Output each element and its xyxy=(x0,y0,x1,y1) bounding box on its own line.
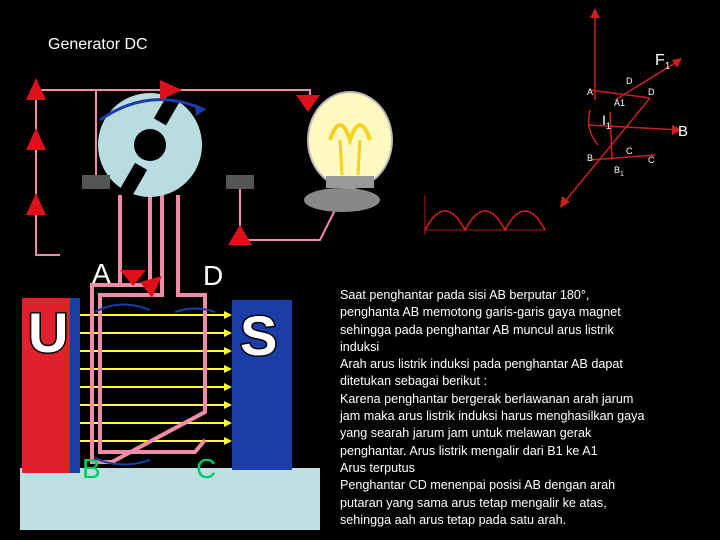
small-label-b-lower: B xyxy=(587,153,593,163)
explanation-line: jam maka arus listrik induksi harus meng… xyxy=(340,409,645,424)
loop-label-d: D xyxy=(203,260,223,291)
explanation-text: Saat penghantar pada sisi AB berputar 18… xyxy=(340,287,690,529)
small-label-d-top: D xyxy=(626,76,633,86)
rectified-waveform xyxy=(424,210,546,232)
vector-label-b: B xyxy=(678,123,688,140)
vector-inset xyxy=(561,10,681,206)
loop-rotation-arrows xyxy=(94,303,216,466)
small-label-c-mid: C xyxy=(626,146,633,156)
south-pole-label: S xyxy=(240,304,277,367)
brush-right xyxy=(226,175,254,189)
explanation-line: penghanta AB memotong garis-garis gaya m… xyxy=(340,305,621,320)
brush-left xyxy=(82,175,110,189)
south-pole xyxy=(232,300,292,470)
explanation-line: sehingga aah arus tetap pada satu arah. xyxy=(340,512,567,527)
armature-loop xyxy=(90,195,207,464)
explanation-line: Karena penghantar bergerak berlawanan ar… xyxy=(340,391,634,406)
small-label-b1: B1 xyxy=(614,165,624,178)
explanation-line: Penghantar CD menenpai posisi AB dengan … xyxy=(340,478,616,493)
explanation-line: induksi xyxy=(340,339,380,354)
light-bulb xyxy=(304,91,393,212)
vector-label-f: F1 xyxy=(655,52,671,72)
north-pole-face xyxy=(70,298,80,473)
loop-label-b: B xyxy=(82,453,101,484)
explanation-line: Saat penghantar pada sisi AB berputar 18… xyxy=(340,288,590,302)
vector-arrowheads xyxy=(560,8,682,208)
magnet-base xyxy=(20,468,320,530)
vector-label-i: I1 xyxy=(602,112,611,131)
north-pole-label: U xyxy=(28,301,68,364)
small-label-a: A xyxy=(587,87,593,97)
page-title: Generator DC xyxy=(48,36,148,53)
small-label-d1: D xyxy=(648,87,655,97)
explanation-line: sehingga pada penghantar AB muncul arus … xyxy=(340,322,614,337)
small-label-a1: A1 xyxy=(614,98,625,108)
loop-label-c: C xyxy=(196,453,216,484)
explanation-line: ditetukan sebagai berikut : xyxy=(340,374,488,389)
field-arrowheads xyxy=(224,311,232,445)
small-label-c-lower: C xyxy=(648,155,655,165)
loop-label-a: A xyxy=(92,258,111,289)
explanation-line: yang searah jarum jam untuk melawan gera… xyxy=(340,426,592,441)
north-pole xyxy=(22,298,70,473)
explanation-line: Arah arus listrik induksi pada penghanta… xyxy=(340,357,623,372)
explanation-line: putaran yang sama arus tetap mengalir ke… xyxy=(340,495,607,510)
explanation-line: penghantar. Arus listrik mengalir dari B… xyxy=(340,443,598,458)
explanation-line: Arus terputus xyxy=(340,460,415,475)
commutator xyxy=(98,92,206,197)
current-arrows xyxy=(26,78,320,298)
